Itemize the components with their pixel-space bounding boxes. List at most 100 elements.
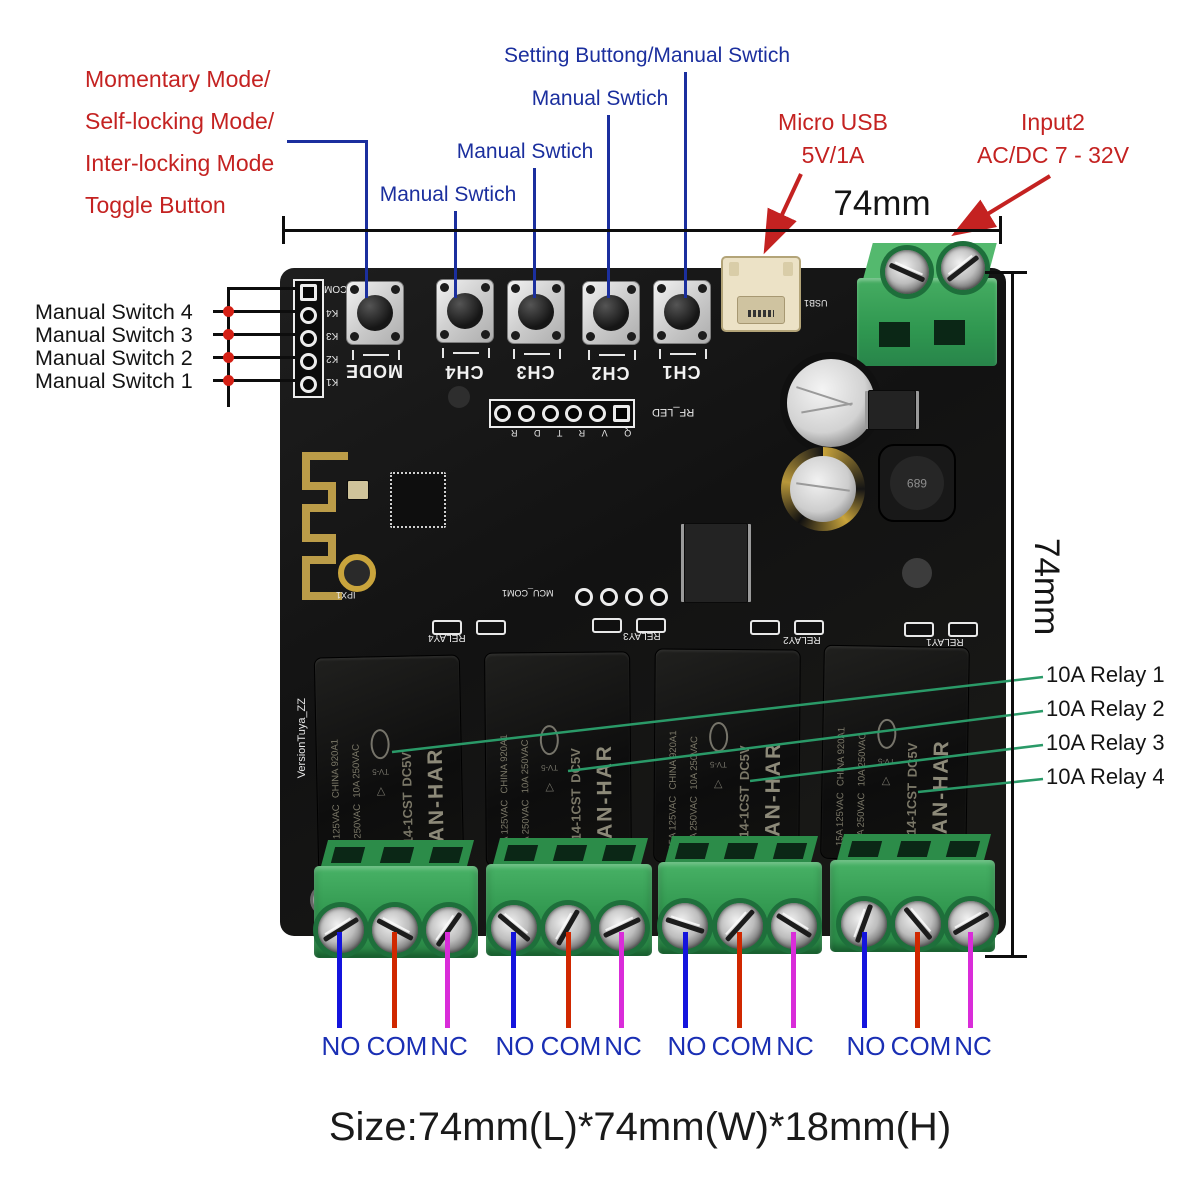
cert-oval-icon [539, 724, 559, 756]
relay-mark: TV-5 [372, 767, 390, 777]
relay-silk: RELAY2 [783, 634, 821, 645]
button-footprint-silk [352, 350, 400, 360]
mounting-hole-icon [448, 386, 470, 408]
input2-arrow-icon [951, 174, 1052, 237]
pin-silk-k4: K4 [326, 307, 339, 318]
nc-label: NC [430, 1031, 468, 1061]
pin-pad-icon [300, 330, 317, 347]
com-label: COM [890, 1031, 952, 1061]
nc-label: NC [954, 1031, 992, 1061]
relay-cert-mark: TV-5△ [539, 665, 560, 853]
btn-corner-dot [698, 284, 707, 293]
wire-slot-icon [552, 845, 588, 861]
capacitor [780, 352, 882, 454]
no-wire-line [511, 932, 516, 1028]
wire-slot-icon [723, 843, 759, 859]
rf-header-pin-silk: Q V R T D R [504, 428, 632, 438]
com-label: COM [366, 1031, 428, 1061]
manual-switch3-label: Manual Switch 3 [35, 323, 193, 347]
wire-slot-icon [896, 841, 931, 857]
dim-tick [999, 216, 1002, 244]
pin-com [295, 281, 322, 304]
rf-pin [609, 401, 633, 426]
relay-cert-mark: TV-5△ [875, 659, 897, 847]
input-screw [941, 246, 985, 290]
mode-annotation-line2: Self-locking Mode/ [85, 108, 275, 134]
diode-silk [750, 620, 780, 635]
relay-brand: FAN-HAR [592, 743, 617, 853]
wire-slot-icon [934, 320, 965, 345]
ch1-leader-line [684, 72, 687, 298]
btn-corner-dot [481, 283, 490, 292]
relay-brand: FAN-HAR [760, 741, 785, 851]
mode-annotation-line1: Momentary Mode/ [85, 66, 271, 92]
nc-wire-line [619, 932, 624, 1028]
capacitor [781, 447, 865, 531]
ch2-button-silk: CH2 [590, 363, 630, 383]
pin-pad-icon [565, 405, 583, 422]
wifi-soc [390, 472, 446, 528]
button-footprint-silk [659, 349, 707, 359]
btn-corner-dot [511, 284, 520, 293]
diode-silk [476, 620, 506, 635]
relay4-terminal-block [830, 860, 995, 952]
inductor-mark: 689 [906, 476, 928, 490]
com-wire-line [915, 932, 920, 1028]
btn-corner-dot [391, 332, 400, 341]
manual-switch-annotation: Manual Swtich [531, 87, 669, 110]
btn-corner-dot [586, 332, 595, 341]
pin-k2 [295, 350, 322, 373]
cap-vent-line [796, 482, 850, 492]
switch3-leader-line [213, 333, 298, 336]
relay-origin: CHINA 920A1 [835, 727, 848, 787]
relay-cert-mark: TV-5△ [708, 662, 729, 850]
nc-wire-line [968, 932, 973, 1028]
pin-pad-icon [589, 405, 607, 422]
version-silk: VersionTuya_ZZ [296, 698, 308, 779]
diode-silk [636, 618, 666, 633]
nc-wire-line [445, 932, 450, 1028]
led-pad-icon [625, 588, 643, 606]
pin-pad-icon [300, 284, 317, 301]
btn-corner-dot [698, 331, 707, 340]
relay-coil: DC5V [399, 751, 415, 787]
led-pad-icon [600, 588, 618, 606]
regulator-ic [868, 390, 916, 430]
button-cap-icon [593, 295, 629, 331]
input2-rating: AC/DC 7 - 32V [976, 142, 1130, 168]
mode-annotation-line4: Toggle Button [85, 192, 226, 218]
com-wire-line [392, 932, 397, 1028]
pin-silk-k1: K1 [326, 376, 339, 387]
junction-dot-icon [223, 329, 234, 340]
junction-dot-icon [223, 375, 234, 386]
cert-oval-icon [709, 721, 729, 753]
diode-silk [948, 622, 978, 637]
cert-oval-icon [877, 718, 897, 750]
input2-annotation: Input2 [1021, 109, 1085, 135]
wire-slot-icon [772, 843, 807, 859]
com-wire-line [737, 932, 742, 1028]
relay-silk: RELAY1 [926, 636, 964, 647]
relay-coil: DC5V [904, 742, 921, 778]
diode-silk [432, 620, 462, 635]
ipx-silk: IPX1 [336, 590, 356, 600]
cap-top [790, 456, 856, 522]
wire-slot-icon [503, 845, 538, 861]
manual-switch-annotation: Manual Swtich [456, 140, 594, 163]
diode-silk [794, 620, 824, 635]
wire-slot-icon [331, 847, 366, 863]
btn-corner-dot [391, 285, 400, 294]
rf-pin [562, 401, 586, 426]
button-cap-icon [357, 295, 393, 331]
pin-pad-icon [541, 405, 559, 422]
diode-silk [904, 622, 934, 637]
pin-k1 [295, 373, 322, 396]
rf-pin [586, 401, 610, 426]
no-label: NO [846, 1031, 886, 1061]
relay1-label: 10A Relay 1 [1046, 662, 1165, 687]
manual-switch1-label: Manual Switch 1 [35, 369, 193, 393]
relay-rating1: 10A 250VAC [350, 744, 363, 799]
